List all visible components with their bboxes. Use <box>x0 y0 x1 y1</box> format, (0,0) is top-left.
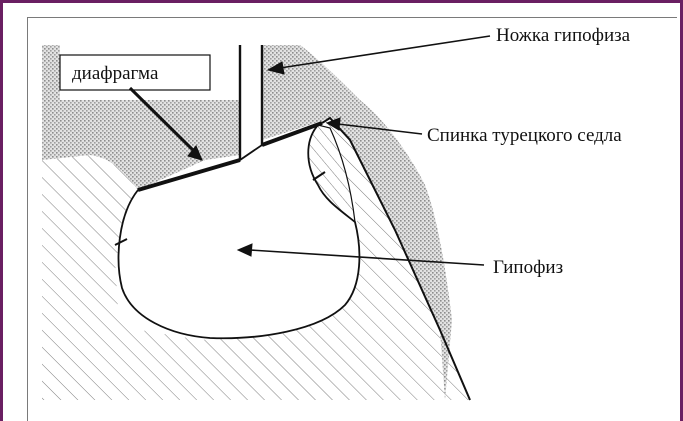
stalk-label: Ножка гипофиза <box>496 25 631 46</box>
pituitary-label: Гипофиз <box>493 257 563 278</box>
diaphragm-label: диафрагма <box>72 63 159 84</box>
dorsum-label: Спинка турецкого седла <box>427 125 622 146</box>
